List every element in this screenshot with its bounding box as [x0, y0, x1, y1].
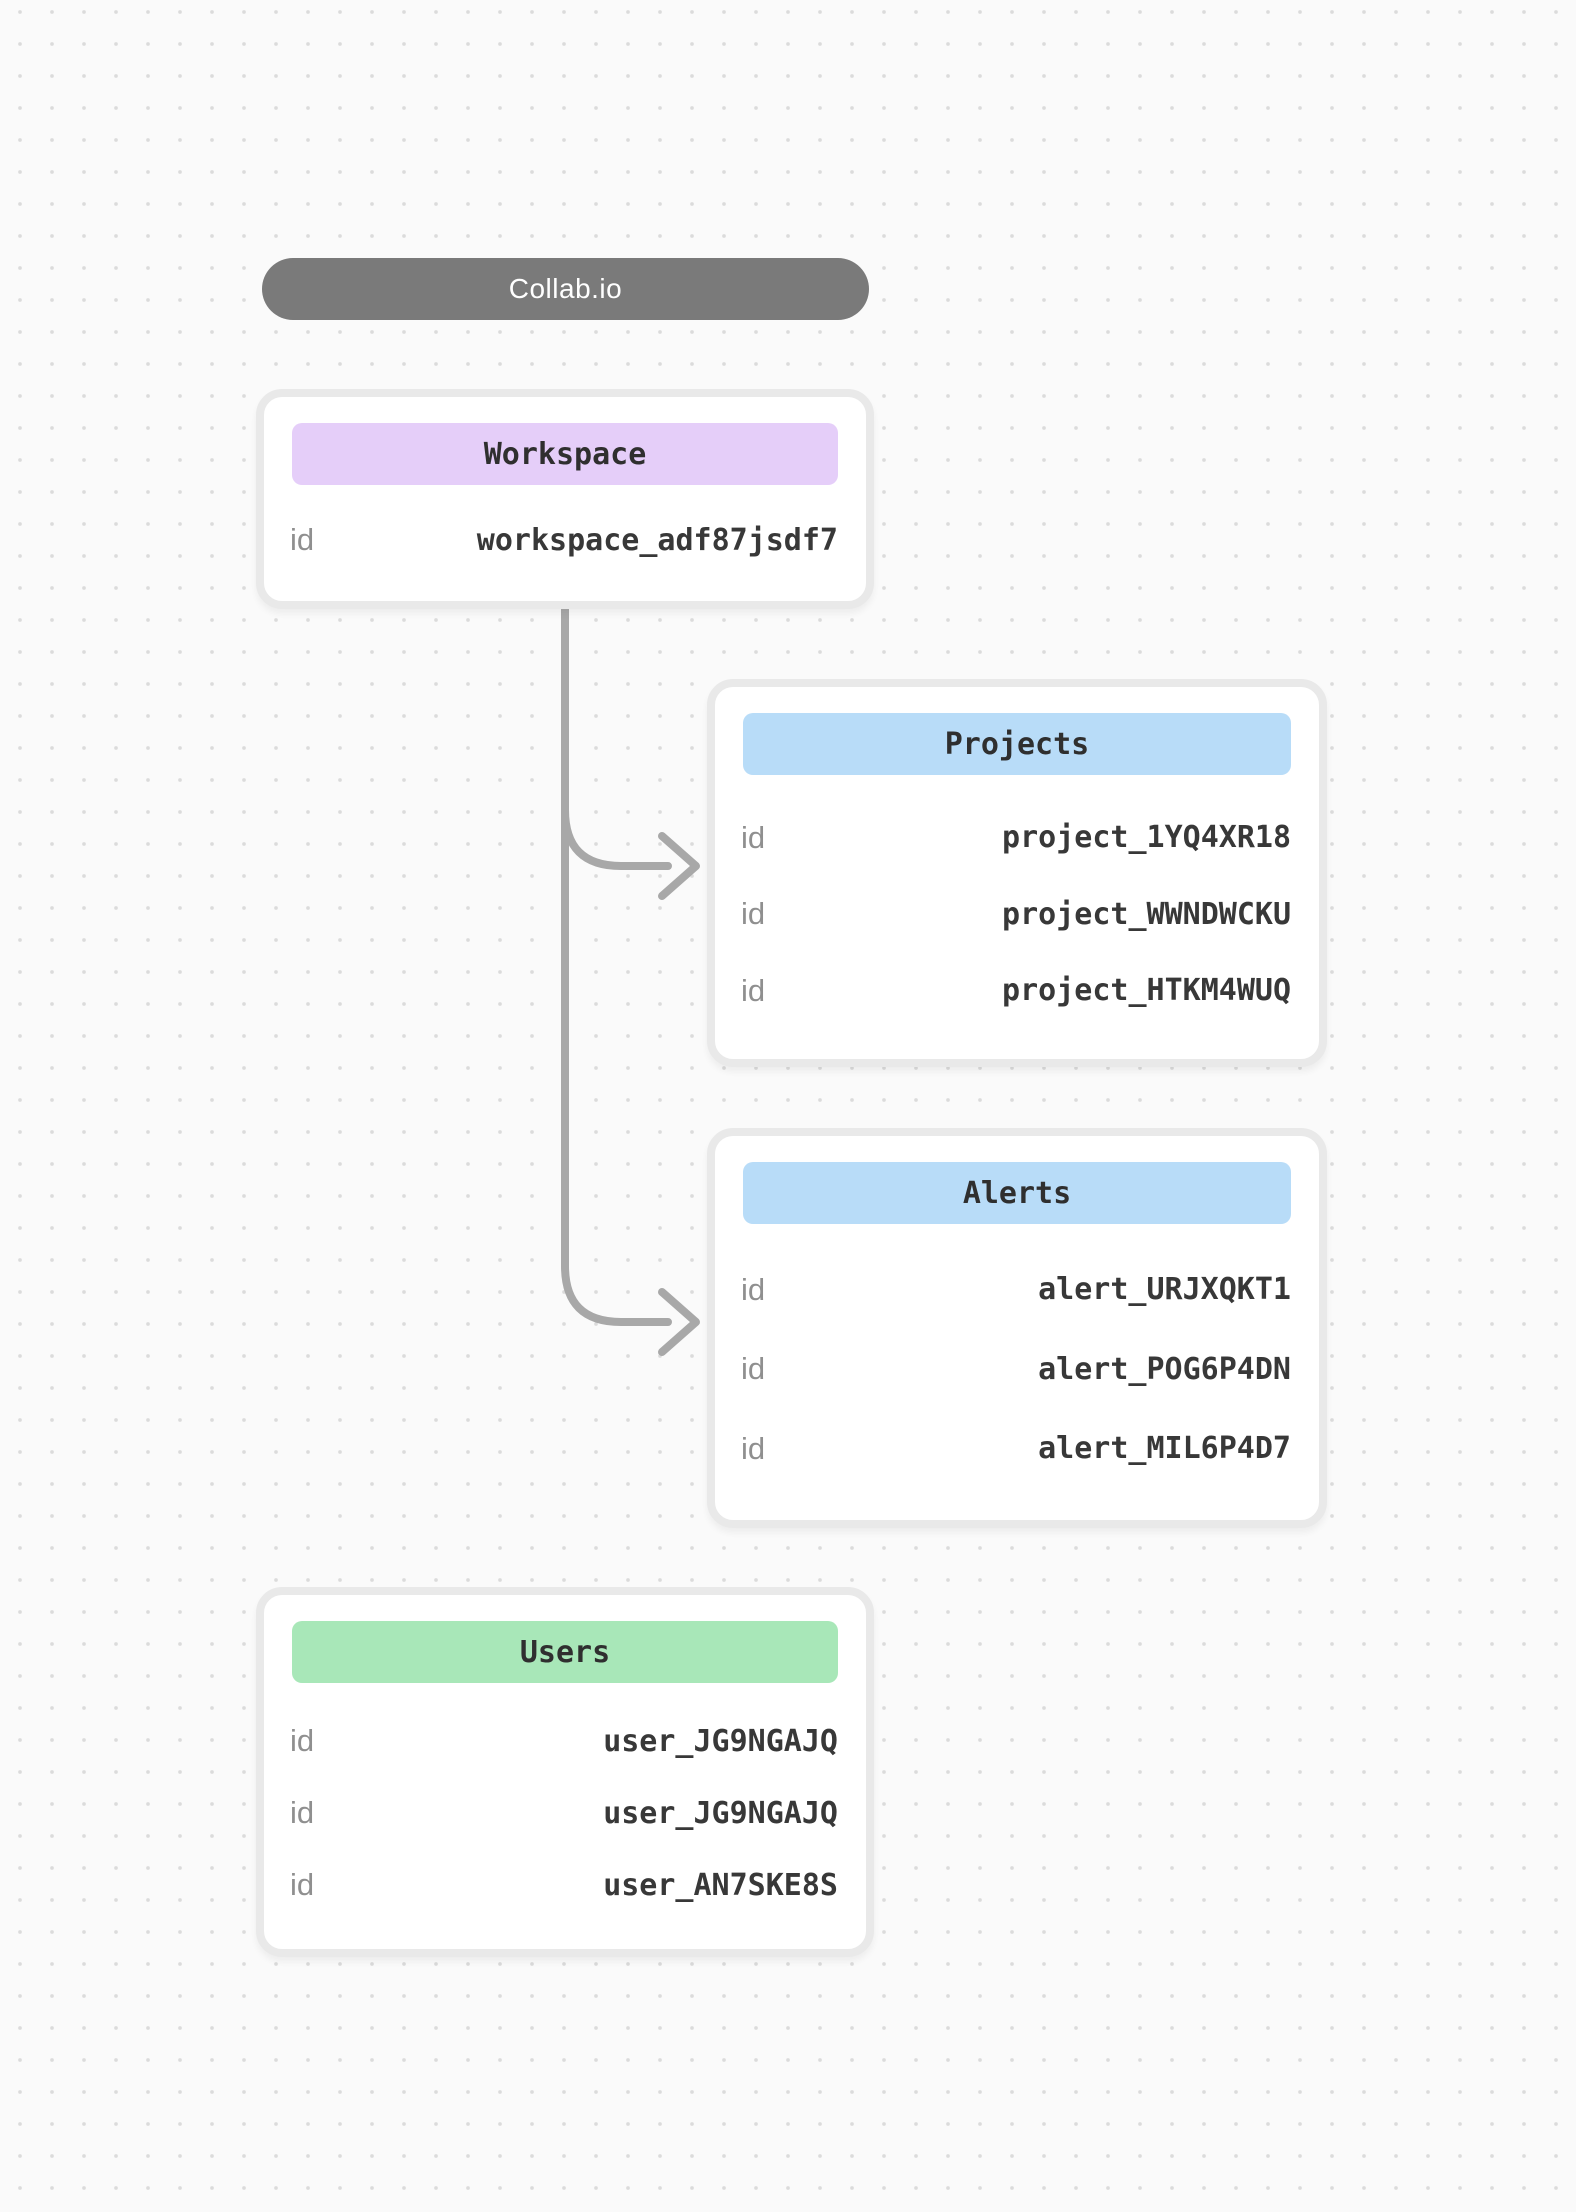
field-label: id: [741, 896, 766, 931]
node-alerts[interactable]: Alerts id alert_URJXQKT1 id alert_POG6P4…: [707, 1128, 1327, 1528]
connector-workspace-alerts: [561, 598, 672, 1326]
arrowhead-icon: [658, 832, 700, 900]
app-title-pill[interactable]: Collab.io: [262, 258, 869, 320]
field-value: project_WWNDWCKU: [1002, 896, 1291, 932]
node-title: Workspace: [483, 436, 647, 472]
field-label: id: [741, 1271, 766, 1307]
field-value: alert_MIL6P4D7: [1038, 1431, 1291, 1466]
field-label: id: [741, 1351, 766, 1386]
field-row: id user_AN7SKE8S: [290, 1867, 838, 1903]
arrowhead-icon: [658, 1288, 700, 1356]
node-users[interactable]: Users id user_JG9NGAJQ id user_JG9NGAJQ …: [256, 1587, 874, 1957]
field-value: user_JG9NGAJQ: [603, 1795, 838, 1831]
node-projects-rows: id project_1YQ4XR18 id project_WWNDWCKU …: [715, 775, 1319, 1059]
field-label: id: [290, 522, 315, 557]
field-row: id alert_URJXQKT1: [741, 1272, 1291, 1308]
field-label: id: [290, 1867, 315, 1902]
node-workspace-rows: id workspace_adf87jsdf7: [264, 485, 866, 601]
field-label: id: [741, 1430, 766, 1466]
field-value: alert_POG6P4DN: [1038, 1351, 1291, 1387]
node-title: Alerts: [962, 1175, 1072, 1211]
node-alerts-header: Alerts: [743, 1162, 1291, 1224]
app-title: Collab.io: [508, 273, 623, 304]
field-value: user_AN7SKE8S: [603, 1867, 838, 1903]
field-label: id: [290, 1795, 315, 1830]
node-alerts-rows: id alert_URJXQKT1 id alert_POG6P4DN id a…: [715, 1224, 1319, 1520]
field-value: project_1YQ4XR18: [1002, 820, 1291, 855]
field-row: id workspace_adf87jsdf7: [290, 522, 838, 558]
field-row: id project_1YQ4XR18: [741, 820, 1291, 856]
node-users-rows: id user_JG9NGAJQ id user_JG9NGAJQ id use…: [264, 1683, 866, 1949]
field-row: id user_JG9NGAJQ: [290, 1723, 838, 1759]
field-row: id user_JG9NGAJQ: [290, 1795, 838, 1831]
field-label: id: [290, 1723, 315, 1758]
field-value: workspace_adf87jsdf7: [476, 522, 838, 558]
field-value: project_HTKM4WUQ: [1002, 973, 1291, 1008]
node-title: Projects: [944, 726, 1090, 762]
field-value: user_JG9NGAJQ: [603, 1723, 838, 1759]
field-row: id alert_MIL6P4D7: [741, 1431, 1291, 1467]
node-projects-header: Projects: [743, 713, 1291, 775]
node-title: Users: [519, 1634, 611, 1670]
node-workspace-header: Workspace: [292, 423, 838, 485]
node-users-header: Users: [292, 1621, 838, 1683]
field-label: id: [741, 972, 766, 1008]
connector-workspace-projects: [561, 806, 672, 870]
field-row: id project_HTKM4WUQ: [741, 973, 1291, 1009]
field-row: id alert_POG6P4DN: [741, 1351, 1291, 1387]
field-row: id project_WWNDWCKU: [741, 896, 1291, 932]
field-label: id: [741, 819, 766, 855]
node-projects[interactable]: Projects id project_1YQ4XR18 id project_…: [707, 679, 1327, 1067]
node-workspace[interactable]: Workspace id workspace_adf87jsdf7: [256, 389, 874, 609]
field-value: alert_URJXQKT1: [1038, 1272, 1291, 1307]
